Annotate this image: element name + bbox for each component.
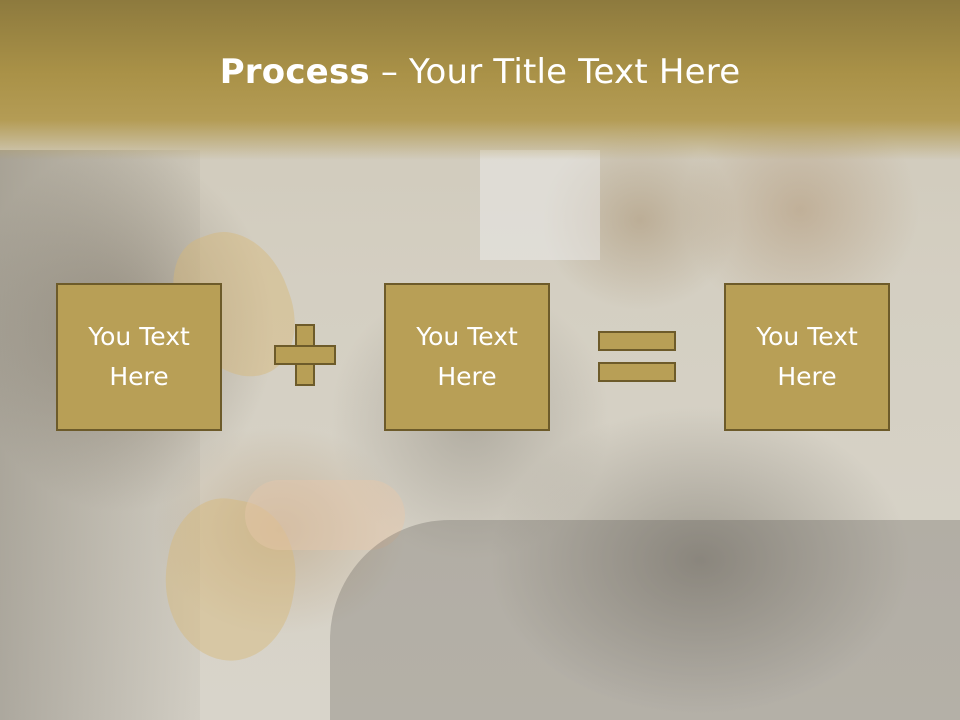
background-hand (245, 480, 405, 550)
background-panel (0, 150, 200, 720)
header-band (0, 0, 960, 160)
equals-icon (598, 331, 676, 383)
background-jacket (330, 520, 960, 720)
process-box-2: You Text Here (384, 283, 550, 431)
plus-icon (274, 324, 336, 386)
title-rest: – Your Title Text Here (369, 52, 741, 92)
title-bold: Process (219, 52, 370, 92)
process-box-3: You Text Here (724, 283, 890, 431)
background-window (480, 150, 600, 260)
process-box-1: You Text Here (56, 283, 222, 431)
slide-title: Process – Your Title Text Here (0, 52, 960, 92)
